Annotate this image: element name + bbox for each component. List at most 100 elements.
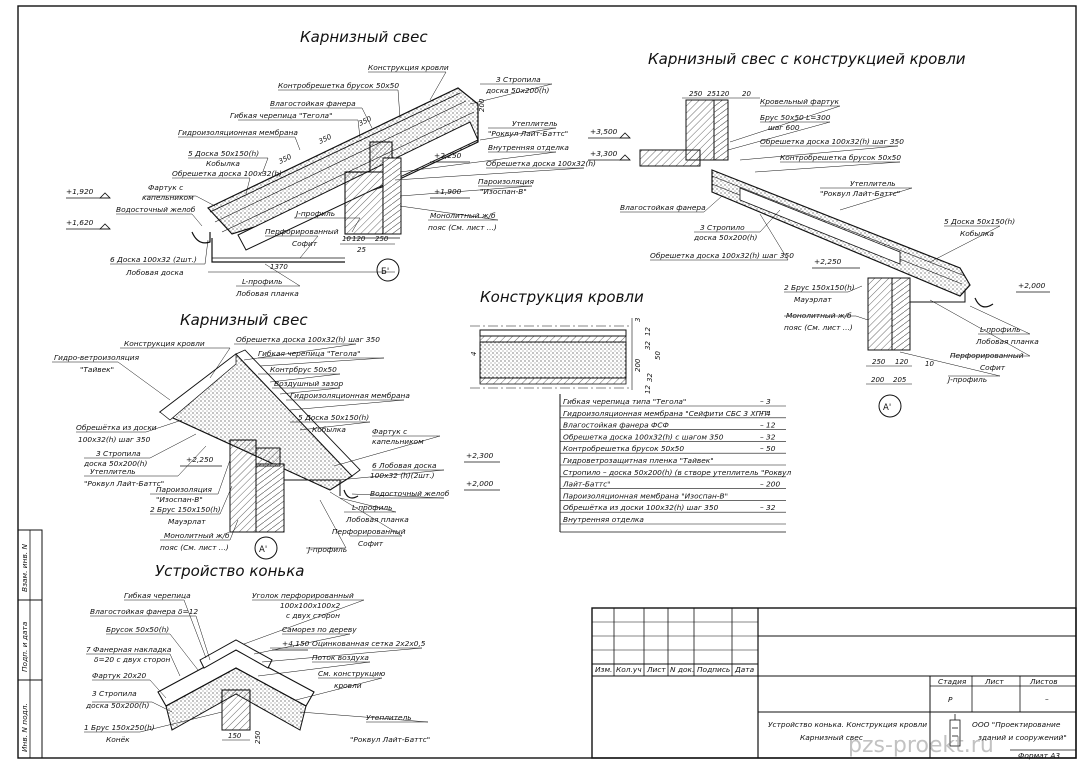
eaveroof-dim-200: 200 [871, 376, 885, 384]
eave1-label-fascia-strip: Лобовая планка [235, 289, 299, 298]
tb-drawing-title-2: Карнизный свес [800, 733, 863, 742]
sheet-frame [17, 5, 1077, 759]
ridge-label-overlay-thick: δ=20 с двух сторон [94, 655, 171, 664]
eave1-label-fascia-board: Лобовая доска [125, 268, 184, 277]
ridge-label-beam: 1 Брус 150х250(h) [84, 723, 155, 732]
eave2-label-izospan: "Изоспан-В" [156, 495, 203, 504]
eave2-label-apron: Фартук с [372, 427, 407, 436]
ridge-label-rafter-board: доска 50х200(h) [85, 701, 149, 710]
eaveroof-dim-250b: 250 [872, 358, 886, 366]
eave2-label-shingle: Гибкая черепица "Тегола" [258, 349, 360, 358]
eaveroof-dim-10: 10 [925, 360, 934, 368]
eave1-label-izospan: "Изоспан-В" [480, 187, 527, 196]
tb-stage-value: Р [948, 695, 953, 704]
tb-org-line-2: зданий и сооружений" [978, 733, 1067, 742]
roofstruct-dim-200: 200 [634, 358, 642, 372]
eave2-label-texts: Конструкция кровли Обрешетка доска 100х3… [54, 335, 450, 554]
eave2-label-fascia-board: 6 Лобовая доска [372, 461, 437, 470]
eave2-section-mark: А' [259, 545, 267, 555]
eave1-label-lathing-2: Обрешетка доска 100х32(h) [486, 159, 596, 168]
ridge-label-bar: Брусок 50х50(h) [106, 625, 169, 634]
ridge-level-4150: +4,150 [282, 639, 310, 648]
eaveroof-label-insulation: Утеплитель [850, 179, 896, 188]
eaveroof-level-marks: +3,500 +3,300 +2,250 +2,000 [588, 127, 1050, 293]
ridge-label-see-roof: См. конструкцию [318, 669, 385, 678]
eaveroof-label-board-5: 5 Доска 50х150(h) [944, 217, 1015, 226]
eave1-label-interior: Внутренняя отделка [488, 143, 569, 152]
eave1-label-plywood: Влагостойкая фанера [270, 99, 356, 108]
ridge-label-angle: Уголок перфорированный [252, 591, 354, 600]
eave2-label-gutter: Водосточный желоб [370, 489, 450, 498]
eave1-label-board-6: 6 Доска 100х32 (2шт.) [110, 255, 197, 264]
eave1-label-soffit: Софит [292, 239, 318, 248]
eave2-label-tyvek: "Тайвек" [80, 365, 114, 374]
eave2-label-lathing: Обрешетка доска 100х32(h) шаг 350 [236, 335, 380, 344]
eave2-label-rafters: 3 Стропила [96, 449, 141, 458]
eave2-level-2000: +2,000 [466, 479, 494, 488]
eaveroof-label-lathing: Обрешетка доска 100х32(h) шаг 350 [760, 137, 904, 146]
eave1-dim-250: 250 [375, 235, 389, 243]
eaveroof-label-rafter-board: доска 50х200(h) [693, 233, 757, 242]
roofstruct-dim-32b: 32 [646, 373, 654, 382]
title-block-texts: Изм. Кол.уч Лист N док. Подпись Дата Ста… [595, 665, 1067, 760]
stamp-sign-date: Подп. и дата [20, 621, 29, 672]
eave1-label-perforated: Перфорированный [265, 227, 339, 236]
eave1-level-marks: +1,920 +1,620 +2,250 +1,900 [66, 151, 470, 230]
eaveroof-label-fascia: Лобовая планка [975, 337, 1039, 346]
layers-table-rows: Гибкая черепица типа "Тегола"– 3Гидроизо… [560, 397, 792, 525]
company-logo-icon [949, 714, 961, 747]
eaveroof-label-texts: Кровельный фартук Брус 50х50 L=300 шаг 6… [620, 97, 1039, 384]
eave2-level-2300: +2,300 [466, 451, 494, 460]
eave1-section-mark: Б' [381, 267, 389, 277]
eave2-label-air-gap: Воздушный зазор [274, 379, 343, 388]
eaveroof-label-plywood: Влагостойкая фанера [620, 203, 706, 212]
ridge-dim-150: 150 [228, 732, 242, 740]
eave-roof-detail: 250 25 120 20 250 120 200 205 10 А' +3,5… [588, 90, 1050, 418]
eave1-label-j-profile: J-профиль [294, 209, 335, 218]
eave1-label-counter-batten: Контробрешетка брусок 50х50 [278, 81, 399, 90]
layers-table-layer-name: Обрешетка доска 100х32(h) с шагом 350 [563, 432, 724, 441]
roof-structure-section: 3 12 32 50 200 32 12 4 [470, 318, 662, 394]
ridge-detail: 150 250 +4,150 Гибкая черепица Влагостой… [84, 591, 430, 744]
eave2-label-soffit: Софит [358, 539, 384, 548]
eave2-label-belt: пояс (См. лист ...) [160, 543, 229, 552]
eave2-label-mauerlat: Мауэрлат [168, 517, 206, 526]
ridge-label-roof: кровли [334, 681, 362, 690]
eaveroof-dim-250: 250 [689, 90, 703, 98]
eaveroof-label-bar: Брус 50х50 L=300 [760, 113, 831, 122]
eave2-level-2250: +2,250 [186, 455, 214, 464]
layers-table-layer-thickness: – 50 [760, 444, 776, 453]
layers-table-layer-name: Влагостойкая фанера ФСФ [563, 421, 669, 430]
ridge-label-insulation: Утеплитель [366, 713, 412, 722]
eaveroof-level-2250: +2,250 [814, 257, 842, 266]
eave1-dim-25: 25 [357, 246, 366, 254]
ridge-label-plywood: Влагостойкая фанера δ=12 [90, 607, 198, 616]
eave1-dim-350a: 350 [277, 153, 293, 166]
layers-table-layer-thickness: – 32 [760, 432, 776, 441]
eave2-label-drip: капельником [372, 437, 424, 446]
eave2-label-vapor: Пароизоляция [156, 485, 213, 494]
eave2-label-fascia-strip: Лобовая планка [345, 515, 409, 524]
tb-sheet-header: Лист [984, 677, 1004, 686]
eaveroof-label-monolith: Монолитный ж/б [786, 311, 852, 320]
eaveroof-label-kobylka: Кобылка [960, 229, 994, 238]
ridge-label-rafters: 3 Стропила [92, 689, 137, 698]
eave-detail-2: А' +2,250 +2,300 +2,000 [52, 335, 500, 560]
eaveroof-label-mauerlat: Мауэрлат [794, 295, 832, 304]
layers-table-layer-name: Пароизоляционная мембрана "Изоспан-В" [563, 491, 728, 500]
layers-table-layer-thickness: – 32 [760, 503, 776, 512]
eave1-label-drip: капельником [142, 193, 194, 202]
eave1-level-1620: +1,620 [66, 218, 94, 227]
eaveroof-dim-25: 25 [707, 90, 716, 98]
eave2-label-kobylka: Кобылка [312, 425, 346, 434]
eave1-label-insulation: Утеплитель [512, 119, 558, 128]
eave2-label-lathing-size: 100х32(h) шаг 350 [78, 435, 151, 444]
eave1-label-rafters: 3 Стропила [496, 75, 541, 84]
layers-table-layer-name: Обрешётка из доски 100х32(h) шаг 350 [563, 503, 719, 512]
eave2-label-l-profile: L-профиль [352, 503, 392, 512]
tb-col-sign: Подпись [697, 665, 730, 674]
tb-org-line-1: ООО "Проектирование [972, 720, 1061, 729]
eave1-label-l-profile: L-профиль [242, 277, 282, 286]
layers-table-layer-thickness: – 12 [760, 421, 776, 430]
